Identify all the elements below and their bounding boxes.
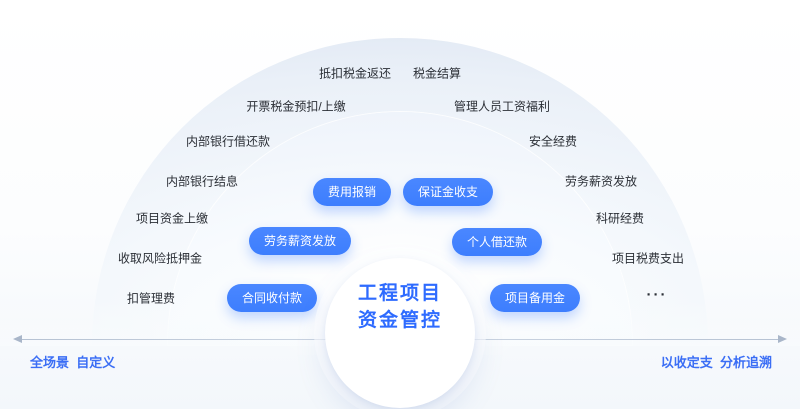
arc-label-risk-deposit: 收取风险抵押金 [117,251,203,266]
arc-label-internal-interest: 内部银行结息 [165,174,239,189]
center-title-line1: 工程项目 [357,283,442,304]
pill-project-reserve: 项目备用金 [489,284,581,312]
pill-contract-payment: 合同收付款 [226,284,318,312]
arc-label-project-fund-upload: 项目资金上缴 [135,211,209,226]
ellipsis-label: ··· [646,286,668,304]
axis-label-right: 以收定支 分析追溯 [660,355,772,370]
pill-expense-reimbursement: 费用报销 [312,178,392,206]
arc-label-safety-fund: 安全经费 [528,134,578,149]
arc-label-tax-settlement: 税金结算 [412,66,462,81]
arc-label-labor-salary-outer: 劳务薪资发放 [564,174,638,189]
pill-labor-salary: 劳务薪资发放 [248,227,352,255]
axis-label-left: 全场景 自定义 [30,355,116,370]
arc-label-research-fund: 科研经费 [595,211,645,226]
arc-label-manager-salary: 管理人员工资福利 [453,99,551,114]
pill-personal-loan: 个人借还款 [451,228,543,256]
center-circle: 工程项目 资金管控 [325,258,475,408]
pill-deposit-in-out: 保证金收支 [402,178,494,206]
axis-arrow-right-icon [778,335,787,343]
center-title-line2: 资金管控 [357,310,442,331]
arc-label-tax-refund: 抵扣税金返还 [318,66,392,81]
arc-label-internal-bank-loan: 内部银行借还款 [185,134,271,149]
arc-label-project-tax-expense: 项目税费支出 [611,251,685,266]
arc-label-invoice-tax: 开票税金预扣/上缴 [246,99,346,114]
arc-label-management-fee: 扣管理费 [126,291,176,306]
axis-arrow-left-icon [13,335,22,343]
